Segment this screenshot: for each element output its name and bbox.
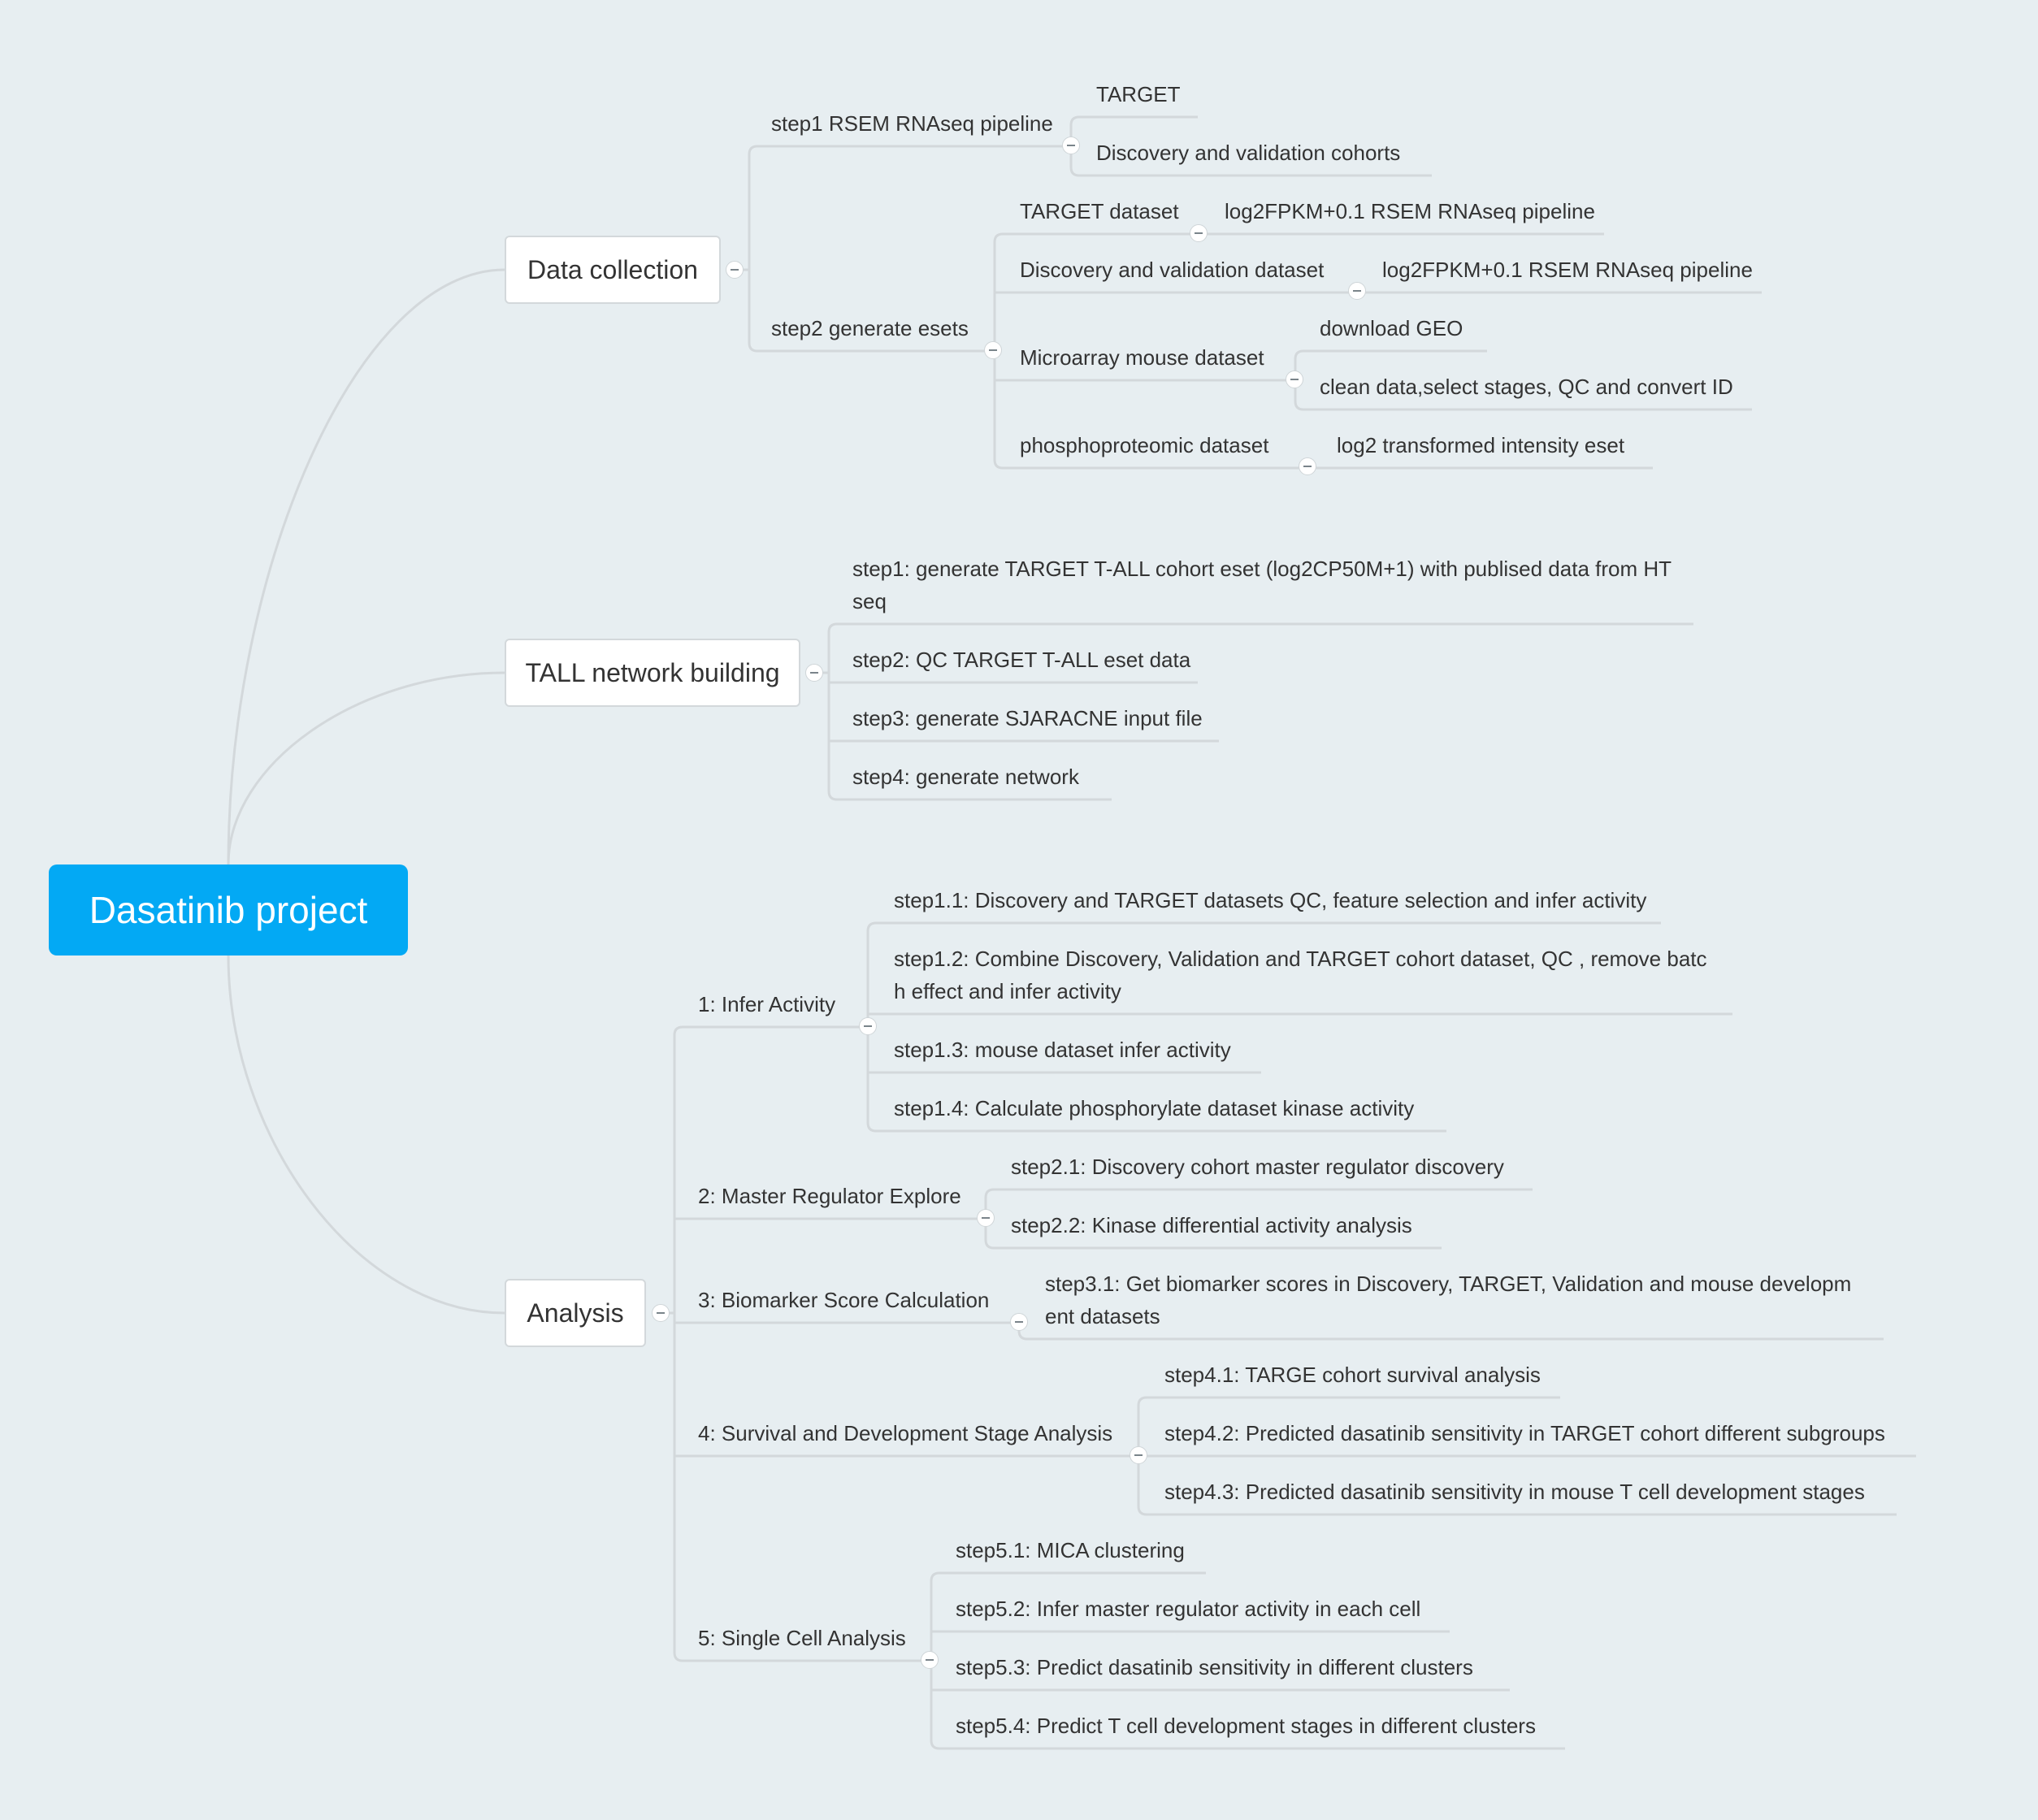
subtopic-step2-generate-esets[interactable]: step2 generate esets [771, 316, 969, 340]
microarray-leader-1 [1294, 401, 1752, 411]
root-to-tall-curve [227, 671, 505, 865]
subtopic-tall-step2[interactable]: step2: QC TARGET T-ALL eset data [852, 648, 1191, 672]
subtopic-target[interactable]: TARGET [1096, 82, 1181, 106]
subtopic-target-dataset-log2fpkm[interactable]: log2FPKM+0.1 RSEM RNAseq pipeline [1225, 199, 1595, 223]
root-to-analysis-curve [227, 955, 505, 1315]
subtopic-step4-1[interactable]: step4.1: TARGE cohort survival analysis [1164, 1363, 1541, 1387]
subtopic-clean-data[interactable]: clean data,select stages, QC and convert… [1320, 375, 1733, 399]
tall-leader-3 [827, 791, 1112, 801]
subtopic-survival-development[interactable]: 4: Survival and Development Stage Analys… [698, 1421, 1113, 1445]
root-topic[interactable]: Dasatinib project [49, 864, 408, 956]
subtopic-step1-3[interactable]: step1.3: mouse dataset infer activity [894, 1038, 1231, 1062]
subtopic-infer-activity[interactable]: 1: Infer Activity [698, 992, 836, 1016]
collapse-microarray-toggle[interactable] [1286, 370, 1303, 388]
analysis-leader-4 [673, 1652, 930, 1662]
subtopic-log2-intensity-eset[interactable]: log2 transformed intensity eset [1337, 433, 1625, 457]
subtopic-tall-step4[interactable]: step4: generate network [852, 765, 1079, 789]
subtopic-step5-4[interactable]: step5.4: Predict T cell development stag… [956, 1714, 1536, 1738]
single-cell-leader-3 [930, 1740, 1565, 1750]
master-regulator-leader-0 [984, 1188, 1533, 1198]
microarray-leader-0 [1294, 349, 1487, 360]
collapse-data-collection-toggle[interactable] [726, 261, 744, 279]
subtopic-tall-step1[interactable]: step1: generate TARGET T-ALL cohort eset… [852, 557, 1672, 581]
topic-analysis[interactable]: Analysis [505, 1279, 646, 1347]
subtopic-step5-2[interactable]: step5.2: Infer master regulator activity… [956, 1597, 1421, 1621]
collapse-discovery-dataset-toggle[interactable] [1348, 282, 1366, 300]
step2-leader-0 [993, 232, 1201, 243]
subtopic-microarray-mouse-dataset[interactable]: Microarray mouse dataset [1020, 345, 1264, 370]
collapse-analysis-toggle[interactable] [652, 1304, 670, 1322]
collapse-tall-toggle[interactable] [805, 664, 823, 682]
collapse-survival-toggle[interactable] [1130, 1446, 1147, 1464]
subtopic-step1-1[interactable]: step1.1: Discovery and TARGET datasets Q… [894, 888, 1647, 912]
subtopic-step5-1[interactable]: step5.1: MICA clustering [956, 1538, 1185, 1562]
tall-leader-0 [827, 622, 1693, 633]
subtopic-tall-step3[interactable]: step3: generate SJARACNE input file [852, 706, 1203, 730]
subtopic-step1-4[interactable]: step1.4: Calculate phosphorylate dataset… [894, 1096, 1415, 1120]
collapse-phospho-toggle[interactable] [1299, 457, 1316, 475]
collapse-master-regulator-toggle[interactable] [977, 1209, 995, 1227]
subtopic-step4-3[interactable]: step4.3: Predicted dasatinib sensitivity… [1164, 1480, 1865, 1504]
collapse-single-cell-toggle[interactable] [921, 1651, 939, 1669]
subtopic-tall-step1-cont: seq [852, 589, 887, 613]
survival-leader-0 [1137, 1396, 1560, 1406]
master-regulator-leader-1 [984, 1239, 1442, 1250]
single-cell-leader-0 [930, 1571, 1206, 1582]
subtopic-step1-2-cont: h effect and infer activity [894, 979, 1121, 1003]
subtopic-discovery-validation-cohorts[interactable]: Discovery and validation cohorts [1096, 141, 1401, 165]
subtopic-step4-2[interactable]: step4.2: Predicted dasatinib sensitivity… [1164, 1421, 1885, 1445]
data-collection-leader-1 [748, 342, 990, 353]
topic-data-collection[interactable]: Data collection [505, 236, 721, 304]
step2-leader-3 [993, 459, 1308, 470]
subtopic-step2-2[interactable]: step2.2: Kinase differential activity an… [1011, 1213, 1412, 1237]
subtopic-download-geo[interactable]: download GEO [1320, 316, 1463, 340]
subtopic-discovery-validation-dataset[interactable]: Discovery and validation dataset [1020, 258, 1325, 282]
subtopic-phosphoproteomic-dataset[interactable]: phosphoproteomic dataset [1020, 433, 1269, 457]
survival-leader-2 [1137, 1506, 1897, 1516]
subtopic-single-cell-analysis[interactable]: 5: Single Cell Analysis [698, 1626, 906, 1650]
subtopic-step1-rsem[interactable]: step1 RSEM RNAseq pipeline [771, 111, 1053, 136]
subtopic-target-dataset[interactable]: TARGET dataset [1020, 199, 1179, 223]
root-to-data-collection-curve [227, 268, 505, 865]
step1-leader-1 [1069, 167, 1432, 177]
step1-leader-0 [1069, 115, 1198, 126]
biomarker-leader-0 [1017, 1330, 1884, 1341]
collapse-step1-toggle[interactable] [1062, 136, 1080, 154]
topic-tall-network-building[interactable]: TALL network building [505, 639, 800, 707]
data-collection-leader-0 [748, 145, 1066, 155]
infer-activity-leader-3 [866, 1122, 1446, 1133]
infer-activity-leader-0 [866, 921, 1661, 932]
collapse-step2-toggle[interactable] [984, 341, 1002, 359]
subtopic-biomarker-score[interactable]: 3: Biomarker Score Calculation [698, 1288, 990, 1312]
subtopic-step3-1-cont: ent datasets [1045, 1304, 1160, 1328]
collapse-infer-activity-toggle[interactable] [859, 1017, 877, 1035]
collapse-target-dataset-toggle[interactable] [1190, 224, 1208, 242]
analysis-leader-0 [673, 1025, 866, 1036]
subtopic-step3-1[interactable]: step3.1: Get biomarker scores in Discove… [1045, 1272, 1852, 1296]
subtopic-master-regulator-explore[interactable]: 2: Master Regulator Explore [698, 1184, 961, 1208]
subtopic-step2-1[interactable]: step2.1: Discovery cohort master regulat… [1011, 1155, 1504, 1179]
subtopic-discovery-dataset-log2fpkm[interactable]: log2FPKM+0.1 RSEM RNAseq pipeline [1382, 258, 1753, 282]
subtopic-step1-2[interactable]: step1.2: Combine Discovery, Validation a… [894, 947, 1707, 971]
subtopic-step5-3[interactable]: step5.3: Predict dasatinib sensitivity i… [956, 1655, 1473, 1679]
collapse-biomarker-toggle[interactable] [1010, 1313, 1028, 1331]
